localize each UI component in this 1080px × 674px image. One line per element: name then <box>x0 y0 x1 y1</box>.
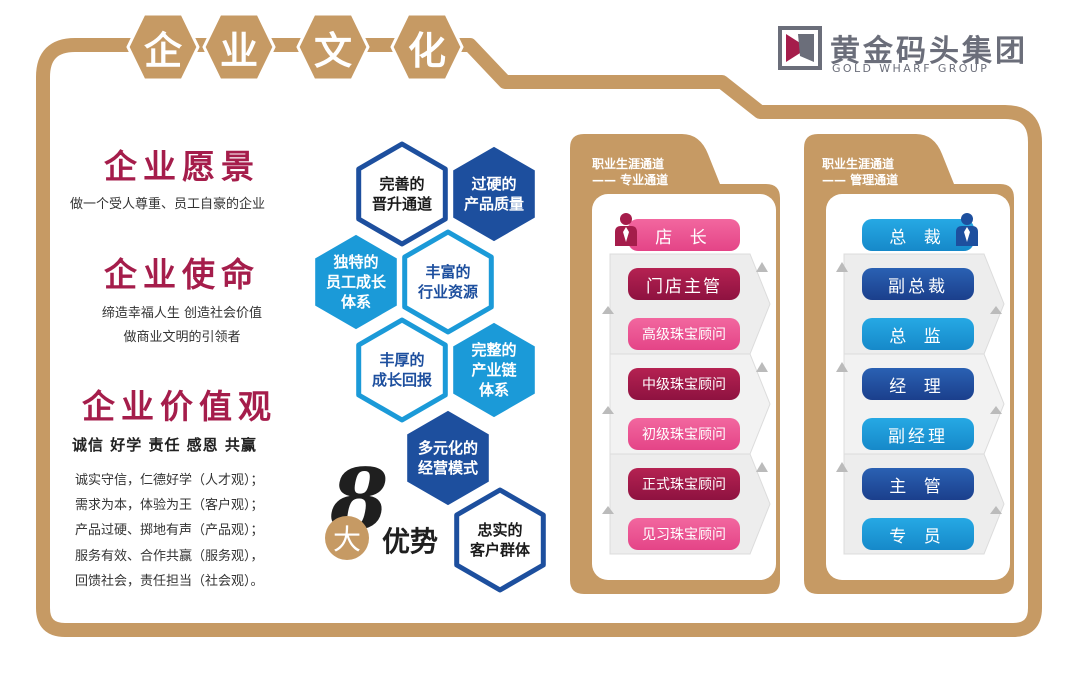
values-heading: 企业价值观 <box>82 387 277 426</box>
pro-level-1: 店 长 <box>628 219 740 251</box>
values-line-1: 诚实守信，仁德好学（人才观）； <box>75 473 264 488</box>
mission-line-1: 缔造幸福人生 创造社会价值 <box>101 306 263 321</box>
mgmt-level-5: 副经理 <box>862 418 974 450</box>
title-hex-4: 化 <box>390 12 464 82</box>
pro-level-3: 高级珠宝顾问 <box>628 318 740 350</box>
mgmt-level-1: 总 裁 <box>862 219 974 251</box>
advantage-label: 过硬的产品质量 <box>444 174 544 214</box>
title-char: 业 <box>219 27 258 73</box>
advantage-hex <box>448 141 540 247</box>
advantage-label-line: 完整的 <box>471 341 517 359</box>
advantage-hex <box>448 317 540 423</box>
mgmt-level-6: 主 管 <box>862 468 974 500</box>
person-icon <box>956 213 978 246</box>
mission-heading: 企业使命 <box>104 255 260 294</box>
values-line-5: 回馈社会，责任担当（社会观）。 <box>75 574 264 589</box>
advantage-label-line: 客户群体 <box>469 541 530 559</box>
advantage-hex <box>402 229 494 335</box>
advantage-label-line: 多元化的 <box>417 439 478 457</box>
title-hex-2: 业 <box>202 12 276 82</box>
advantage-label: 多元化的经营模式 <box>398 438 498 478</box>
mgmt-level-7: 专 员 <box>862 518 974 550</box>
advantage-label-line: 员工成长 <box>325 273 386 291</box>
advantages-da-badge: 大 <box>325 516 369 560</box>
person-icon <box>615 213 637 246</box>
advantage-label-line: 过硬的 <box>471 175 517 193</box>
advantage-hex <box>310 229 402 335</box>
pro-level-6: 正式珠宝顾问 <box>628 468 740 500</box>
title-char: 文 <box>313 27 352 73</box>
advantage-label: 独特的员工成长体系 <box>306 252 406 312</box>
advantage-label-line: 完善的 <box>379 175 425 193</box>
advantage-hex <box>356 317 448 423</box>
advantage-hex <box>356 141 448 247</box>
mgmt-level-2: 副总裁 <box>862 268 974 300</box>
vision-text: 做一个受人尊重、员工自豪的企业 <box>70 197 266 212</box>
advantage-label-line: 成长回报 <box>371 371 432 389</box>
pro-level-4: 中级珠宝顾问 <box>628 368 740 400</box>
advantage-label-line: 行业资源 <box>417 283 478 301</box>
advantage-label-line: 产品质量 <box>463 195 524 213</box>
title-hex-1: 企 <box>126 12 200 82</box>
pro-level-5: 初级珠宝顾问 <box>628 418 740 450</box>
mgmt-level-3: 总 监 <box>862 318 974 350</box>
advantages-hex-cluster <box>310 141 546 593</box>
advantage-label: 忠实的客户群体 <box>450 520 550 560</box>
values-line-2: 需求为本，体验为王（客户观）； <box>75 498 264 513</box>
advantage-hex <box>454 487 546 593</box>
advantage-label-line: 丰厚的 <box>379 351 425 369</box>
advantages-suffix: 优势 <box>382 525 439 558</box>
logo-mark-icon <box>778 26 822 70</box>
values-keywords: 诚信 好学 责任 感恩 共赢 <box>72 436 257 454</box>
advantage-label-line: 产业链 <box>471 361 517 379</box>
management-track-title-2: —— 管理通道 <box>822 173 899 187</box>
advantage-hex <box>402 405 494 511</box>
pro-level-7: 见习珠宝顾问 <box>628 518 740 550</box>
logo-name: 黄金码头集团 <box>830 34 1028 69</box>
management-track-title-1: 职业生涯通道 <box>822 157 895 171</box>
mission-line-2: 做商业文明的引领者 <box>123 330 241 345</box>
advantage-label-line: 晋升通道 <box>371 195 432 213</box>
values-line-3: 产品过硬、掷地有声（产品观）； <box>75 523 264 538</box>
advantage-label: 丰富的行业资源 <box>398 262 498 302</box>
mgmt-level-4: 经 理 <box>862 368 974 400</box>
advantage-label-line: 体系 <box>478 381 509 399</box>
vision-heading: 企业愿景 <box>104 147 260 186</box>
advantage-label-line: 体系 <box>340 293 371 311</box>
advantage-label: 完整的产业链体系 <box>444 340 544 400</box>
pro-level-2: 门店主管 <box>628 268 740 300</box>
advantage-label: 丰厚的成长回报 <box>352 350 452 390</box>
professional-track-title-1: 职业生涯通道 <box>592 157 665 171</box>
title-char: 化 <box>407 27 446 73</box>
logo-english: GOLD WHARF GROUP <box>832 62 990 75</box>
title-hex-3: 文 <box>296 12 370 82</box>
values-line-4: 服务有效、合作共赢（服务观）， <box>75 549 264 564</box>
advantage-label-line: 忠实的 <box>477 521 523 539</box>
professional-track-title-2: —— 专业通道 <box>592 173 669 187</box>
advantage-label-line: 经营模式 <box>417 459 478 477</box>
advantage-label-line: 丰富的 <box>425 263 471 281</box>
advantage-label: 完善的晋升通道 <box>352 174 452 214</box>
advantage-label-line: 独特的 <box>333 253 379 271</box>
title-char: 企 <box>143 27 182 73</box>
